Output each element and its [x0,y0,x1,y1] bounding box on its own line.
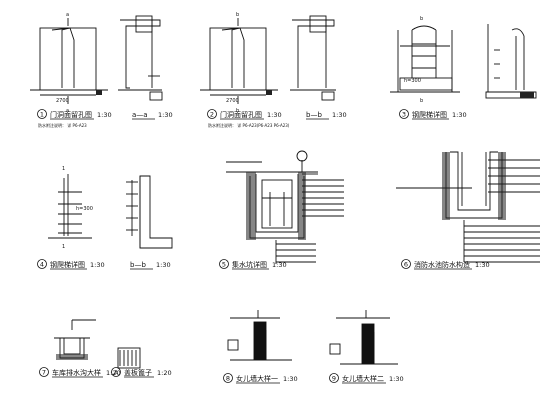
detail-8-parapet [227,310,292,361]
label-dim-1: 2700 [56,98,69,104]
detail-2-section [290,15,336,101]
detail-4-ladder [48,174,92,239]
detail-number: 6 [404,261,408,269]
detail-number-circle [399,109,409,119]
detail-scale: 1:30 [158,111,173,119]
detail-number: 4 [40,261,44,269]
detail-caption-d2s: b—b 1:30 [306,111,347,120]
label-b-ladder-top: b [420,16,423,22]
detail-scale: 1:30 [97,111,112,119]
detail-number: 7 [42,369,46,377]
detail-caption-d8: 8 女儿墙大样一 1:30 [223,373,298,384]
detail-caption-d9: 9 女儿墙大样二 1:30 [329,373,404,384]
detail-number: 9 [332,375,336,383]
detail-scale: 1:30 [452,111,467,119]
detail-caption-d2: 2 门洞面留孔图 1:30 防水附注说明： 详 P6-A23(P6-A23 P6-A2… [207,109,290,128]
detail-number-circle [219,259,229,269]
detail-number: 1 [40,111,44,119]
detail-5-sump [226,150,344,264]
detail-scale: 1:30 [156,261,171,269]
detail-caption-d6: 6 消防水池防水构造 1:30 [401,259,490,270]
detail-number-circle [329,373,339,383]
detail-number-circle [39,367,49,377]
detail-number: 3 [402,111,406,119]
detail-caption-d1s: a—a 1:30 [132,111,173,120]
detail-title: 门洞面留孔图 [50,110,92,119]
detail-scale: 1:30 [332,111,347,119]
detail-title: 车库排水沟大样 [52,368,101,377]
detail-caption-d3: 3 钢爬梯详图 1:30 [399,109,467,120]
detail-scale: 1:20 [106,369,121,377]
label-i-bottom: 1 [62,244,65,250]
label-a-bottom: a [66,108,69,114]
label-h300-b: h=300 [76,206,93,212]
detail-caption-d1: 1 门洞面留孔图 1:30 防水附注说明： 详 P6-A23 [37,109,112,128]
detail-3-ladder-elevation [390,25,460,93]
detail-7-drain [54,319,96,359]
label-dim-2: 2700 [226,98,239,104]
detail-scale: 1:30 [90,261,105,269]
detail-4-section [126,175,173,249]
label-i-top: 1 [62,166,65,172]
detail-9-parapet [329,310,398,365]
detail-title: 女儿墙大样二 [342,374,384,383]
detail-note: 防水附注说明： 详 P6-A23 [38,122,87,128]
detail-title: b—b [130,261,146,269]
label-b-bottom: b [236,108,239,114]
detail-caption-d5: 5 集水坑详图 1:30 [219,259,287,270]
detail-number-circle [207,109,217,119]
detail-caption-dA: A 盖板篦子 1:20 [111,367,172,378]
detail-scale: 1:20 [157,369,172,377]
detail-1-drawing [30,18,108,104]
detail-note: 防水附注说明： 详 P6-A23(P6-A23 P6-A23) [208,122,290,128]
detail-number-circle [37,259,47,269]
detail-title: 钢爬梯详图 [50,260,85,269]
label-b-top: b [236,12,239,18]
detail-number-circle [111,367,121,377]
detail-number-circle [37,109,47,119]
detail-1-section [118,15,163,101]
detail-3-ladder-section [485,24,537,99]
detail-title: 消防水池防水构造 [414,260,470,269]
detail-A-grate [117,347,141,369]
detail-title: 钢爬梯详图 [412,110,447,119]
detail-title: b—b [306,111,322,119]
label-a-top: a [66,12,69,18]
detail-number-circle [223,373,233,383]
detail-scale: 1:30 [272,261,287,269]
detail-number-circle [401,259,411,269]
detail-2-drawing [200,18,278,104]
detail-6-waterproof [396,151,540,263]
detail-title: 盖板篦子 [124,368,152,377]
detail-caption-d7: 7 车库排水沟大样 1:20 [39,367,121,378]
detail-titles: 1 门洞面留孔图 1:30 防水附注说明： 详 P6-A23 a—a 1:30 2 门洞面留孔… [37,109,490,384]
detail-title: 女儿墙大样一 [236,374,278,383]
detail-scale: 1:30 [389,375,404,383]
detail-scale: 1:30 [267,111,282,119]
label-h300-a: h=300 [404,78,421,84]
detail-number: 5 [222,261,226,269]
detail-number: 2 [210,111,214,119]
label-b-ladder-bottom: b [420,98,423,104]
detail-caption-d4s: b—b 1:30 [130,261,171,270]
detail-scale: 1:30 [475,261,490,269]
detail-number: 8 [226,375,230,383]
detail-title: a—a [132,111,148,119]
hatch-fills [56,90,534,360]
detail-title: 门洞面留孔图 [220,110,262,119]
detail-number: A [114,369,119,377]
detail-title: 集水坑详图 [232,260,267,269]
detail-caption-d4: 4 钢爬梯详图 1:30 [37,259,105,270]
detail-scale: 1:30 [283,375,298,383]
